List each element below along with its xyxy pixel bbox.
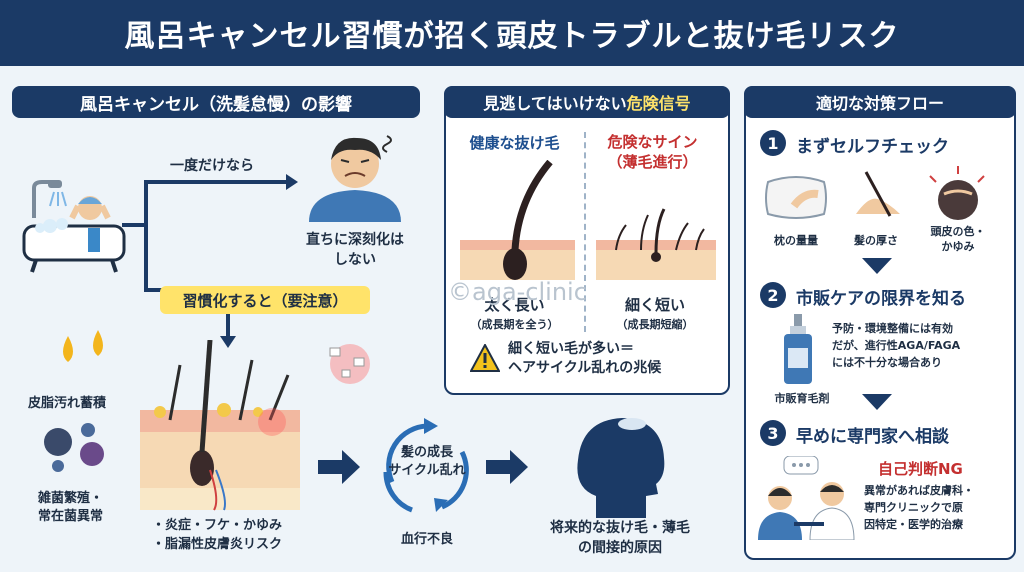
thinning-head-icon bbox=[577, 418, 665, 518]
header-accent: 危険信号 bbox=[626, 94, 691, 113]
step-1-label: まずセルフチェック bbox=[796, 137, 949, 157]
pillow-icon bbox=[765, 176, 827, 219]
arrow-to-result bbox=[486, 450, 528, 484]
cycle-arrows-icon bbox=[383, 418, 469, 513]
hair-tonic-bottle-icon bbox=[784, 314, 812, 384]
healthy-caption: 太く長い bbox=[484, 296, 545, 314]
scalp-cross-section bbox=[140, 340, 300, 511]
right-section-header: 適切な対策フロー bbox=[744, 86, 1016, 118]
flow-arrow-2 bbox=[862, 394, 892, 410]
once-result: 直ちに深刻化は しない bbox=[306, 232, 404, 268]
ng-label: 自己判断NG bbox=[878, 460, 963, 478]
result-label: 将来的な抜け毛・薄毛 の間接的原因 bbox=[550, 520, 690, 556]
consultation-icon bbox=[758, 456, 855, 540]
care-text: 予防・環境整備には有効 だが、進行性AGA/FAGA には不十分な場合あり bbox=[832, 322, 961, 369]
check-item-thickness: 髪の厚さ bbox=[854, 234, 898, 247]
middle-divider bbox=[584, 132, 586, 332]
step-3-number: 3 bbox=[760, 420, 786, 446]
warning-text: 細く短い毛が多い＝ ヘアサイクル乱れの兆候 bbox=[508, 341, 662, 376]
middle-section-header: 見逃してはいけない危険信号 bbox=[444, 86, 730, 118]
bacteria-icon bbox=[44, 423, 104, 472]
sebum-label: 皮脂汚れ蓄積 bbox=[28, 396, 107, 411]
danger-title: 危険なサイン （薄毛進行） bbox=[607, 133, 698, 171]
healthy-sub: （成長期を全う） bbox=[470, 318, 559, 331]
down-arrow bbox=[220, 314, 236, 348]
bath-icon bbox=[22, 180, 126, 273]
danger-sub: （成長期短縮） bbox=[616, 318, 694, 331]
blood-label: 血行不良 bbox=[400, 532, 453, 547]
product-label: 市販育毛剤 bbox=[774, 392, 830, 405]
danger-caption: 細く短い bbox=[624, 296, 685, 314]
step-3-label: 早めに専門家へ相談 bbox=[796, 427, 949, 447]
check-item-pillow: 枕の量量 bbox=[774, 234, 818, 247]
bacteria-label: 雑菌繁殖・ 常在菌異常 bbox=[38, 491, 104, 524]
worried-person-icon bbox=[309, 135, 401, 222]
cycle-label: 髪の成長 サイクル乱れ bbox=[388, 445, 466, 478]
consult-text: 異常があれば皮膚科・ 専門クリニックで原 因特定・医学的治療 bbox=[864, 484, 974, 531]
step-2-number: 2 bbox=[760, 282, 786, 308]
sebum-drops-icon bbox=[63, 330, 103, 362]
inflammation-icon bbox=[329, 344, 370, 384]
page-title: 風呂キャンセル習慣が招く頭皮トラブルと抜け毛リスク bbox=[0, 0, 1024, 66]
hair-thickness-icon bbox=[856, 171, 900, 217]
scalp-itch-icon bbox=[929, 166, 985, 220]
healthy-hair-illustration bbox=[460, 160, 575, 280]
healthy-title: 健康な抜け毛 bbox=[469, 134, 560, 152]
once-label: 一度だけなら bbox=[170, 158, 254, 174]
warning-icon bbox=[470, 344, 500, 372]
watermark: ©aga-clinic bbox=[448, 278, 587, 306]
step-2-label: 市販ケアの限界を知る bbox=[796, 289, 966, 309]
check-item-scalp: 頭皮の色・ かゆみ bbox=[930, 225, 986, 253]
habit-label: 習慣化すると（要注意） bbox=[160, 286, 370, 314]
flow-arrows bbox=[122, 174, 298, 292]
flow-arrow-1 bbox=[862, 258, 892, 274]
left-section-header: 風呂キャンセル（洗髪怠慢）の影響 bbox=[12, 86, 420, 118]
arrow-to-cycle bbox=[318, 450, 360, 484]
header-plain: 見逃してはいけない bbox=[483, 94, 627, 113]
danger-hair-illustration bbox=[596, 208, 716, 280]
step-1-number: 1 bbox=[760, 130, 786, 156]
skin-effects: ・炎症・フケ・かゆみ ・脂漏性皮膚炎リスク bbox=[152, 518, 283, 552]
